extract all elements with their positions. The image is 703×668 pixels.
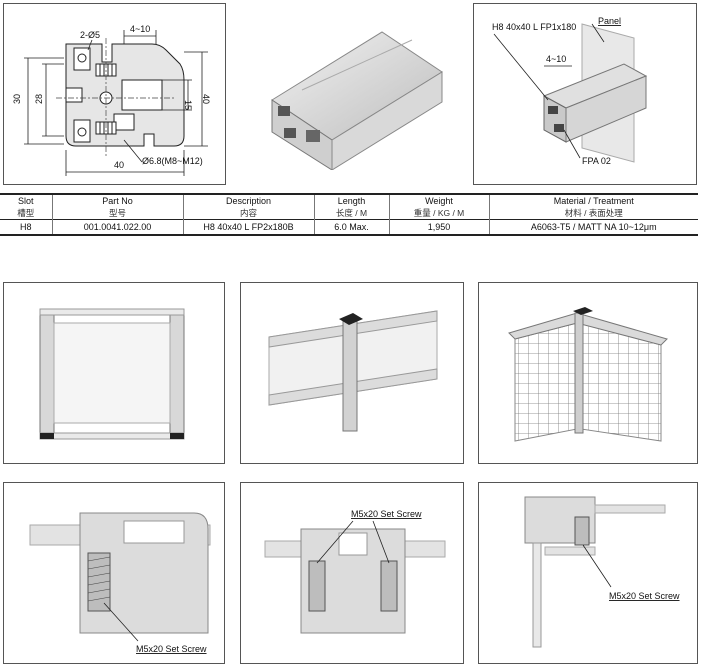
- slot-bottom: [73, 119, 91, 143]
- profile-section-svg: 2-Ø5 4~10 30 28 15 40 40 Ø6.8(M8~M12): [12, 24, 211, 176]
- slot-range-dim: 4~10: [130, 24, 150, 34]
- frame-joint-svg: [268, 310, 438, 432]
- section-screw-right: M5x20 Set Screw: [478, 482, 698, 664]
- slot-bottom-right: [113, 113, 135, 131]
- gap-label: 4~10: [546, 54, 566, 64]
- profile-section-drawing: 2-Ø5 4~10 30 28 15 40 40 Ø6.8(M8~M12): [3, 3, 226, 185]
- slot-left-mid: [65, 87, 83, 103]
- cell-weight: 1,950: [389, 219, 490, 236]
- section-screw-left: M5x20 Set Screw: [3, 482, 225, 664]
- inner-height-dim: 28: [34, 94, 44, 104]
- bottom-width-dim: 40: [114, 160, 124, 170]
- cell-part-no: 001.0041.022.00: [52, 219, 184, 236]
- holes-dim: 2-Ø5: [80, 30, 100, 40]
- profile-3d-render: [262, 20, 452, 171]
- right-large-dim: 40: [201, 94, 211, 104]
- mesh-corner-view: [478, 282, 698, 464]
- screw-label-left: M5x20 Set Screw: [136, 644, 207, 654]
- mesh-corner-svg: [508, 307, 668, 442]
- screw-label-middle: M5x20 Set Screw: [351, 509, 422, 519]
- cell-slot: H8: [0, 219, 53, 236]
- panel-mount-svg: H8 40x40 L FP1x180 Panel 4~10 FPA 02: [492, 16, 648, 166]
- spec-data-row: H8 001.0041.022.00 H8 40x40 L FP2x180B 6…: [0, 219, 698, 236]
- section-screw-middle: M5x20 Set Screw: [240, 482, 464, 664]
- profile-3d-svg: [271, 31, 443, 171]
- frame-joint-view: [240, 282, 464, 464]
- frame-front-view: [3, 282, 225, 464]
- frame-front-svg: [39, 308, 185, 440]
- section-screw-left-svg: M5x20 Set Screw: [29, 512, 211, 654]
- cell-description: H8 40x40 L FP2x180B: [183, 219, 315, 236]
- hole-spec-dim: Ø6.8(M8~M12): [142, 156, 203, 166]
- right-small-dim: 15: [183, 100, 193, 110]
- cell-material: A6063-T5 / MATT NA 10~12μm: [489, 219, 698, 236]
- callout-label: H8 40x40 L FP1x180: [492, 22, 576, 32]
- panel-mount-view: H8 40x40 L FP1x180 Panel 4~10 FPA 02: [473, 3, 697, 185]
- slot-right-mid: [121, 79, 163, 111]
- slot-top: [73, 47, 91, 71]
- panel-label: Panel: [598, 16, 621, 26]
- outer-height-dim: 30: [12, 94, 22, 104]
- cell-length: 6.0 Max.: [314, 219, 390, 236]
- fpa-label: FPA 02: [582, 156, 611, 166]
- section-screw-middle-svg: M5x20 Set Screw: [264, 509, 446, 634]
- screw-label-right: M5x20 Set Screw: [609, 591, 680, 601]
- section-screw-right-svg: M5x20 Set Screw: [524, 496, 680, 648]
